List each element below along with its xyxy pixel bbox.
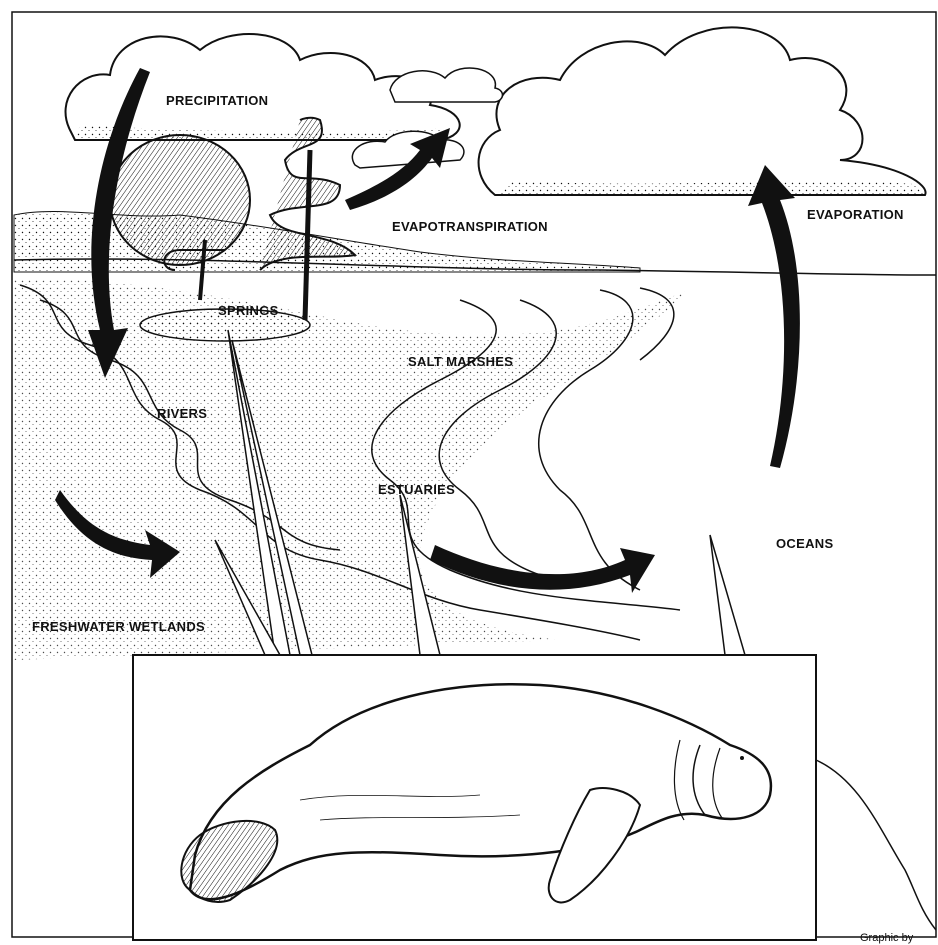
- estuary-flow-arrow: [430, 545, 655, 593]
- label-oceans: OCEANS: [776, 536, 833, 551]
- label-springs: SPRINGS: [218, 303, 279, 318]
- label-estuaries: ESTUARIES: [378, 482, 455, 497]
- shore-bottom-right: [816, 760, 936, 930]
- label-precipitation: PRECIPITATION: [166, 93, 268, 108]
- cloud-horizon: [390, 68, 503, 102]
- label-rivers: RIVERS: [157, 406, 207, 421]
- evaporation-arrow: [748, 165, 800, 468]
- cloud-right: [479, 27, 926, 195]
- label-evaporation: EVAPORATION: [807, 207, 904, 222]
- graphic-credit: Graphic by: [860, 932, 913, 944]
- tree-left: [110, 135, 250, 300]
- label-salt-marshes: SALT MARSHES: [408, 354, 513, 369]
- label-freshwater-wetlands: FRESHWATER WETLANDS: [32, 619, 205, 634]
- tree-right: [260, 118, 355, 320]
- label-evapotranspiration: EVAPOTRANSPIRATION: [392, 219, 548, 234]
